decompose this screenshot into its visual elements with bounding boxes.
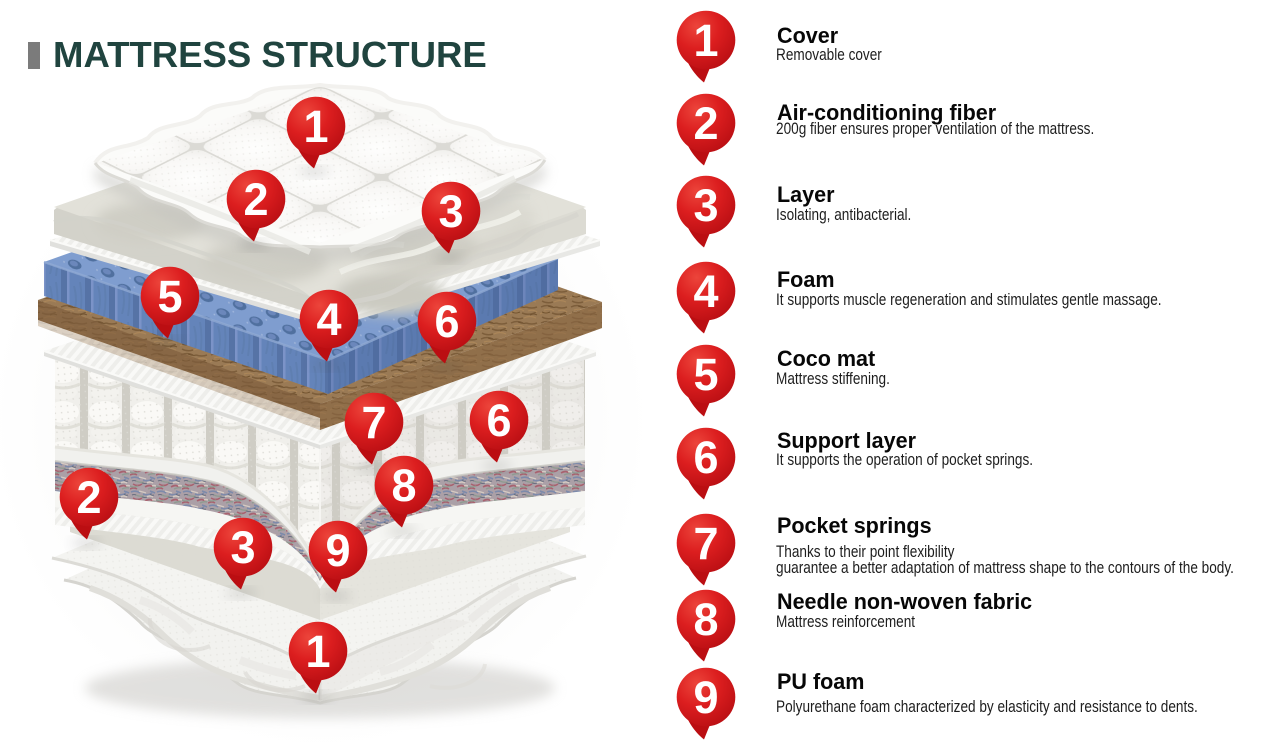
- svg-text:9: 9: [325, 525, 350, 576]
- svg-text:7: 7: [693, 518, 718, 569]
- svg-text:3: 3: [438, 186, 463, 237]
- svg-text:8: 8: [391, 460, 416, 511]
- svg-text:6: 6: [486, 395, 511, 446]
- svg-text:4: 4: [316, 294, 341, 345]
- svg-text:5: 5: [157, 271, 182, 322]
- svg-text:9: 9: [693, 672, 718, 723]
- svg-text:8: 8: [693, 594, 718, 645]
- svg-text:6: 6: [434, 296, 459, 347]
- svg-text:4: 4: [693, 266, 718, 317]
- svg-text:1: 1: [305, 626, 330, 677]
- svg-text:5: 5: [693, 349, 718, 400]
- svg-text:2: 2: [76, 472, 101, 523]
- svg-text:1: 1: [303, 101, 328, 152]
- svg-text:2: 2: [243, 174, 268, 225]
- svg-text:6: 6: [693, 432, 718, 483]
- svg-text:3: 3: [230, 522, 255, 573]
- svg-text:7: 7: [361, 397, 386, 448]
- svg-text:3: 3: [693, 180, 718, 231]
- svg-text:2: 2: [693, 98, 718, 149]
- svg-text:1: 1: [693, 15, 718, 66]
